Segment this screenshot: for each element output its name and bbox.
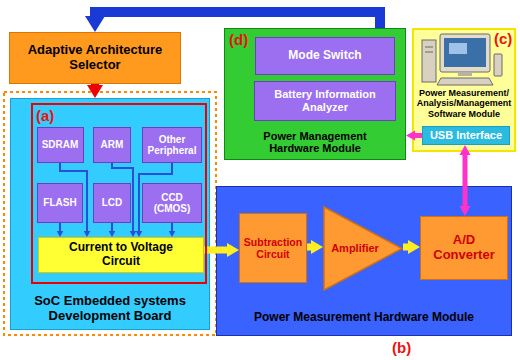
arrow-head	[85, 16, 105, 32]
arrow-head	[460, 145, 471, 155]
node-text: A/D Converter	[424, 233, 504, 263]
connector-arrow	[112, 163, 136, 237]
label-holder: (c)	[494, 30, 512, 47]
node-text: Power Measurement Hardware Module	[254, 311, 474, 325]
connector-line	[95, 12, 380, 28]
component-box: SDRAM	[37, 127, 84, 163]
arrow-head	[169, 231, 176, 237]
callout-letter: (b)	[392, 339, 411, 356]
arrow-head	[311, 240, 323, 254]
arrow-head	[408, 240, 420, 254]
pc-tower	[422, 40, 436, 82]
connector-line	[59, 223, 61, 232]
pc-speaker	[494, 54, 502, 76]
circuit-box: A/D Converter	[420, 216, 508, 280]
triangle-outline	[324, 207, 402, 290]
node-text: Power Management Hardware Module	[245, 130, 385, 155]
component-box: LCD	[93, 183, 131, 223]
interface-box: USB Interface	[422, 126, 510, 145]
pc-drive	[425, 52, 433, 53]
node-text: Battery Information Analyzer	[258, 88, 392, 113]
selector-box: Adaptive Architecture Selector	[9, 32, 181, 84]
connector-line	[463, 154, 468, 208]
node-text: LCD	[102, 197, 123, 209]
connector-arrow	[403, 240, 420, 254]
connector-line	[171, 223, 173, 232]
connector-arrow	[60, 163, 90, 237]
component-box: CCD (CMOS)	[142, 183, 202, 223]
connector-line	[112, 163, 133, 232]
process-box: Battery Information Analyzer	[254, 81, 396, 121]
node-text: SDRAM	[42, 139, 79, 151]
arrow-head	[87, 85, 103, 98]
node-text: Power Measurement/ Analysis/Management S…	[416, 88, 512, 119]
connector-arrow	[406, 131, 422, 141]
node-text: Subtraction Circuit	[243, 236, 303, 260]
connector-arrow	[109, 223, 116, 237]
node-text: ARM	[101, 139, 124, 151]
connector-arrow	[87, 84, 103, 98]
label-holder: (a)	[36, 107, 54, 124]
amplifier-triangle: Amplifier	[323, 206, 403, 291]
pc-drive	[425, 47, 433, 48]
component-box: ARM	[93, 127, 131, 163]
connector-arrow	[169, 223, 176, 237]
callout-letter: (d)	[229, 31, 248, 48]
node-text: SoC Embedded systems Development Board	[15, 294, 205, 324]
node-text: CCD (CMOS)	[146, 192, 198, 215]
connector-arrow	[307, 240, 323, 254]
circuit-box: Current to Voltage Circuit	[38, 237, 204, 273]
process-box: Mode Switch	[255, 37, 395, 75]
arrow-head	[136, 231, 143, 237]
pc-screen	[444, 38, 486, 67]
arrow-head	[460, 206, 471, 216]
component-box: FLASH	[37, 183, 83, 223]
pc-keyboard	[437, 78, 493, 85]
circuit-box: Subtraction Circuit	[239, 213, 307, 283]
connector-arrow	[85, 12, 380, 32]
connector-arrow	[460, 145, 471, 216]
node-text: Current to Voltage Circuit	[65, 241, 177, 269]
board-outline	[32, 104, 206, 283]
connector-arrow	[57, 223, 64, 237]
arrow-head	[406, 131, 415, 141]
node-text: USB Interface	[430, 129, 502, 142]
pc-monitor	[440, 34, 490, 72]
node-text: Mode Switch	[288, 49, 361, 63]
arrow-head	[109, 231, 116, 237]
component-box: Other Peripheral	[142, 127, 202, 163]
label-holder: (b)	[392, 339, 411, 356]
connector-line	[60, 163, 87, 232]
pc-window	[449, 43, 467, 54]
callout-letter: (c)	[494, 30, 512, 47]
arrow-head	[84, 231, 91, 237]
connector-arrow	[136, 163, 172, 237]
computer-icon	[422, 34, 502, 85]
pc-stand	[458, 72, 472, 76]
node-text: Adaptive Architecture Selector	[18, 43, 172, 73]
module-panel: Power Management Hardware Module Mode Swi…	[224, 28, 406, 160]
node-text: Other Peripheral	[146, 134, 198, 157]
connector-line	[111, 223, 113, 232]
node-text: Amplifier	[331, 242, 379, 255]
board-panel: SoC Embedded systems Development Board SD…	[10, 98, 210, 330]
node-text: FLASH	[43, 197, 76, 209]
label-holder: (d)	[229, 31, 248, 48]
connector-line	[204, 247, 229, 254]
connector-line	[139, 163, 172, 232]
arrow-head	[227, 243, 239, 257]
arrow-head	[57, 231, 64, 237]
connector-arrow	[204, 243, 239, 257]
callout-letter: (a)	[36, 107, 54, 124]
dotted-outline	[4, 92, 216, 335]
arrow-head	[130, 231, 137, 237]
